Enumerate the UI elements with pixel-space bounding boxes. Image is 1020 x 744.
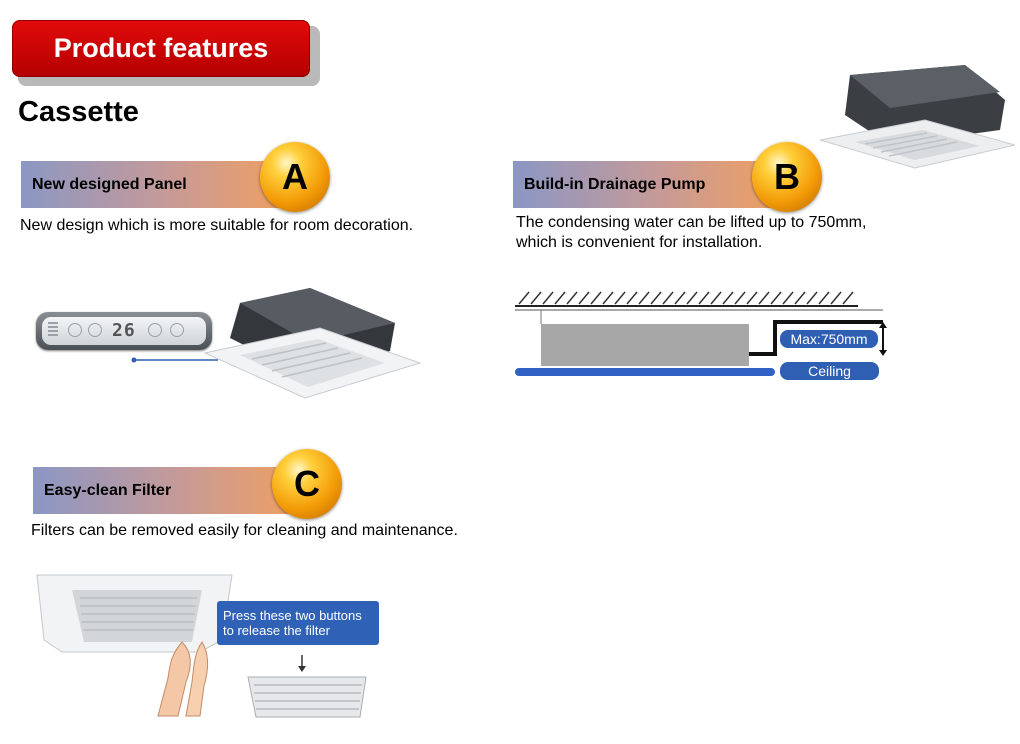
- drainage-diagram: [515, 291, 887, 376]
- feature-b-description-line1: The condensing water can be lifted up to…: [516, 214, 867, 231]
- temperature-readout: 26: [112, 320, 136, 341]
- controller-screen: 26: [42, 317, 206, 345]
- feature-a-bar: New designed Panel: [21, 161, 291, 208]
- callout-line1: Press these two buttons: [223, 608, 362, 623]
- cassette-panel-image: [203, 288, 422, 399]
- removed-filter-image: [247, 676, 367, 718]
- grid-icon: [48, 322, 58, 338]
- connector-line: [131, 357, 218, 363]
- feature-b-description-line2: which is convenient for installation.: [516, 234, 763, 251]
- mode-icon: [148, 323, 162, 337]
- feature-a-badge: A: [260, 142, 330, 212]
- filter-panel-image: [36, 574, 233, 717]
- ceiling-label: Ceiling: [780, 362, 879, 380]
- header-ribbon: Product features: [12, 20, 310, 77]
- fan-icon: [68, 323, 82, 337]
- max-height-label: Max:750mm: [780, 330, 878, 348]
- filter-callout: Press these two buttons to release the f…: [217, 601, 379, 645]
- feature-c-bar: Easy-clean Filter: [33, 467, 303, 514]
- feature-b-title: Build-in Drainage Pump: [524, 176, 706, 193]
- timer-icon: [88, 323, 102, 337]
- feature-c-title: Easy-clean Filter: [44, 482, 172, 499]
- feature-b-bar: Build-in Drainage Pump: [513, 161, 783, 208]
- feature-c-description: Filters can be removed easily for cleani…: [31, 522, 458, 539]
- feature-b-badge: B: [752, 142, 822, 212]
- cassette-unit-image: [819, 65, 1015, 169]
- page-title: Cassette: [18, 96, 139, 128]
- callout-line2: to release the filter: [223, 623, 330, 638]
- feature-a-description: New design which is more suitable for ro…: [20, 217, 414, 234]
- feature-a-title: New designed Panel: [32, 176, 187, 193]
- alert-icon: [170, 323, 184, 337]
- down-arrow-icon: [298, 655, 306, 672]
- feature-c-badge: C: [272, 449, 342, 519]
- wired-controller-display: 26: [36, 312, 212, 350]
